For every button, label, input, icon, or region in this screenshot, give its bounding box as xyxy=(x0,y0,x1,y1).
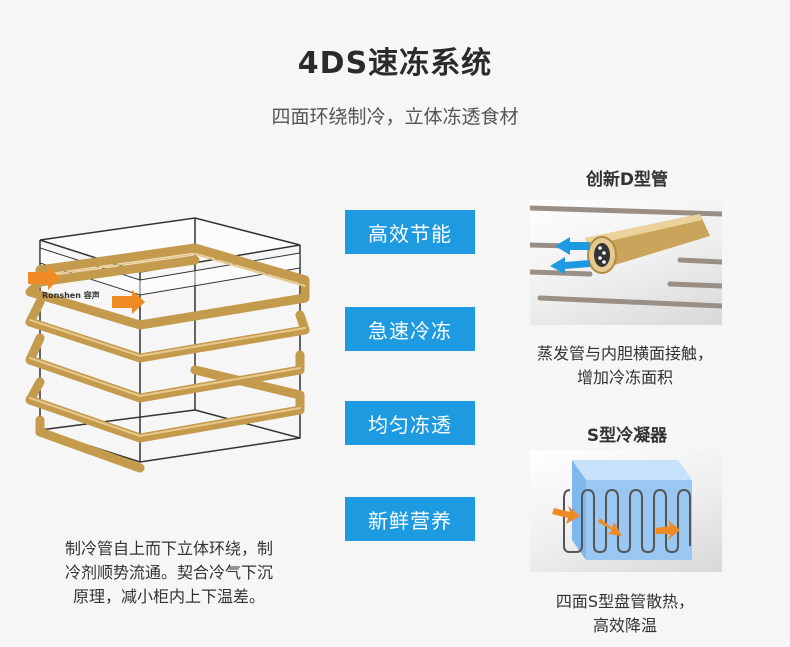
cold-arrow-icon xyxy=(555,237,590,255)
coil-description-line: 制冷管自上而下立体环绕，制 xyxy=(64,539,273,558)
d-tube-description-line: 蒸发管与内胆横面接触， xyxy=(536,344,713,363)
page-title: 4DS速冻系统 xyxy=(297,46,493,81)
s-condenser-image xyxy=(530,450,722,572)
coil-description-line: 冷剂顺势流通。契合冷气下沉 xyxy=(64,563,273,582)
coil-description-line: 原理，减小柜内上下温差。 xyxy=(72,587,265,606)
d-tube-description: 蒸发管与内胆横面接触， 增加冷冻面积 xyxy=(505,342,745,390)
s-condenser-heading: S型冷凝器 xyxy=(586,426,668,446)
heat-arrow-icon xyxy=(656,520,680,540)
heat-arrow-icon xyxy=(598,518,622,536)
s-condenser-description: 四面S型盘管散热， 高效降温 xyxy=(505,590,745,638)
d-tube-description-line: 增加冷冻面积 xyxy=(576,368,673,387)
d-tube-illustration xyxy=(530,205,722,309)
d-tube-heading: 创新D型管 xyxy=(585,170,669,190)
page-subtitle: 四面环绕制冷，立体冻透食材 xyxy=(271,106,519,128)
cold-arrow-icon xyxy=(550,257,590,274)
d-tube-image xyxy=(530,200,722,325)
s-condenser-description-line: 四面S型盘管散热， xyxy=(555,592,695,611)
feature-even-freeze[interactable]: 均匀冻透 xyxy=(345,401,475,445)
s-condenser-description-line: 高效降温 xyxy=(592,616,657,635)
freezer-coil-illustration: Ronshen 容声 xyxy=(0,200,330,510)
flow-arrow-icon xyxy=(112,290,145,314)
freezer-cube-diagram: Ronshen 容声 xyxy=(25,217,310,473)
flow-arrow-icon xyxy=(28,266,60,290)
feature-quick-freeze[interactable]: 急速冷冻 xyxy=(345,307,475,351)
feature-fresh-nutrition[interactable]: 新鲜营养 xyxy=(345,497,475,541)
heat-arrow-icon xyxy=(552,506,580,524)
feature-energy-saving[interactable]: 高效节能 xyxy=(345,210,475,254)
coil-description: 制冷管自上而下立体环绕，制 冷剂顺势流通。契合冷气下沉 原理，减小柜内上下温差。 xyxy=(24,537,314,609)
s-condenser-illustration xyxy=(552,460,692,560)
brand-label: Ronshen 容声 xyxy=(42,290,100,300)
